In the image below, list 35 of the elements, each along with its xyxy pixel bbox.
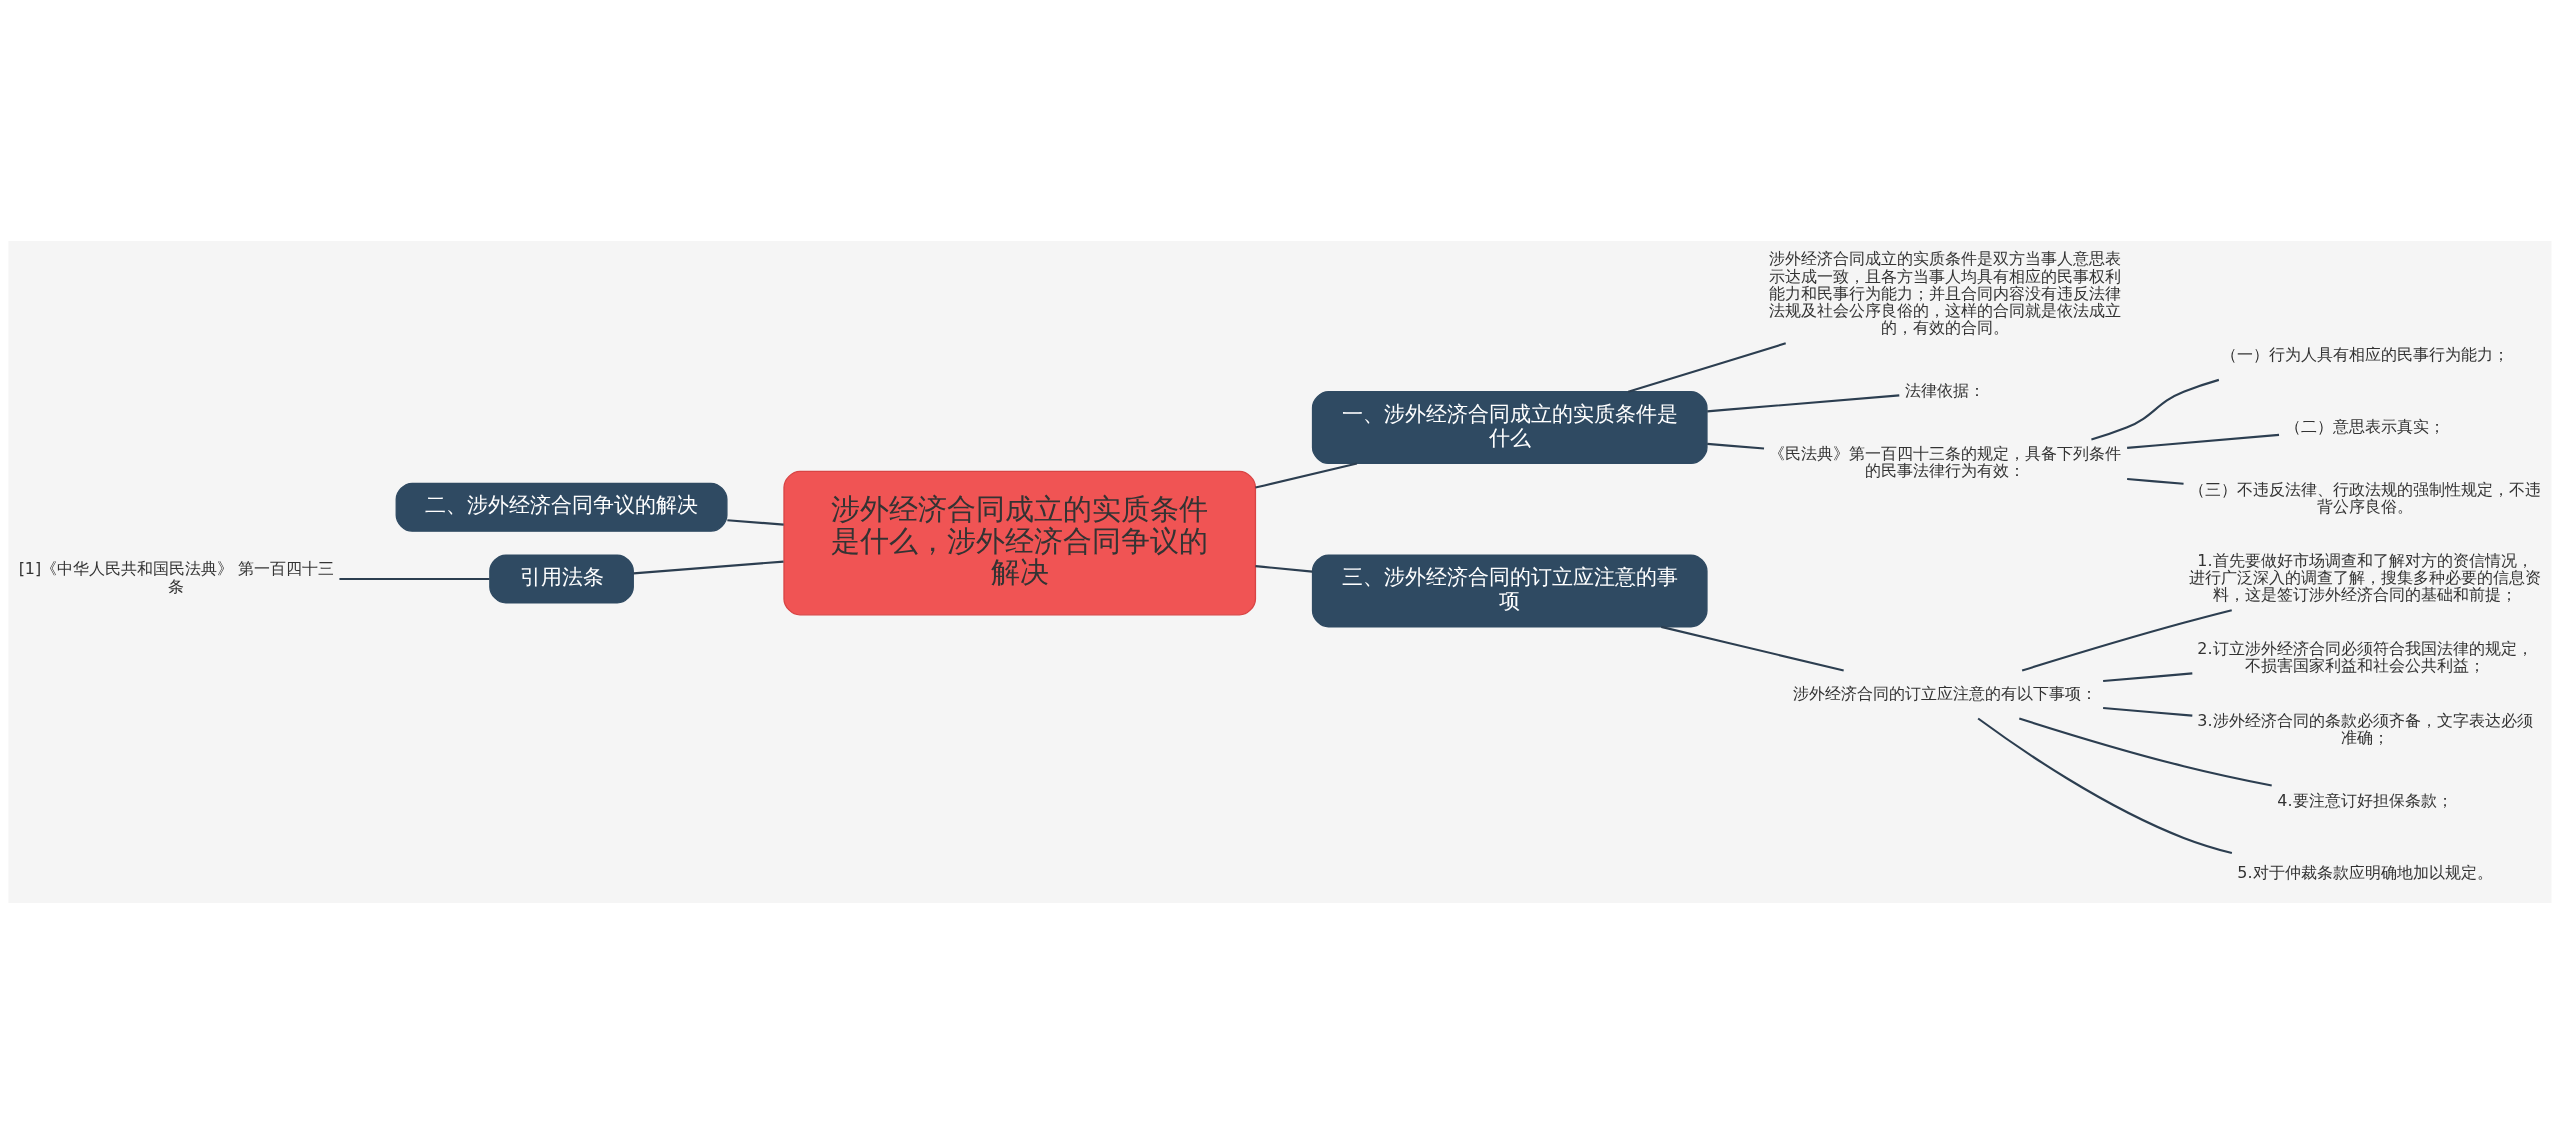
node-text: 法律依据： [1905, 380, 1986, 400]
connector [2091, 378, 2220, 441]
connector [2018, 717, 2272, 787]
connector [2127, 433, 2280, 449]
connector [1255, 565, 1313, 573]
node-text: 涉外经济合同的订立应注意的有以下事项： [1793, 683, 2098, 703]
connector [727, 519, 784, 526]
node-text: 3.涉外经济合同的条款必须齐备，文字表达必须准确； [2197, 710, 2533, 748]
node-text: 涉外经济合同成立的实质条件是双方当事人意思表示达成一致，且各方当事人均具有相应的民事权利能力和民事行为能力；并且合同内容没有违反法律法规及社会公序良俗的，这样的合同就是依法成立的，有效的合同。 [1769, 249, 2122, 338]
connector [633, 560, 784, 575]
node-box: 三、涉外经济合同的订立应注意的事项 [1311, 554, 1708, 628]
connector [1707, 394, 1900, 413]
node-box: 二、涉外经济合同争议的解决 [395, 482, 728, 532]
node-text: 2.订立涉外经济合同必须符合我国法律的规定，不损害国家利益和社会公共利益； [2197, 639, 2533, 676]
node-box: 涉外经济合同成立的实质条件是什么，涉外经济合同争议的解决 [783, 470, 1257, 616]
connector [2103, 706, 2193, 717]
node-box: 引用法条 [489, 554, 634, 604]
node-text: 《民法典》第一百四十三条的规定，具备下列条件的民事法律行为有效： [1769, 443, 2122, 481]
connector [1661, 625, 1844, 672]
node-text: （二）意思表示真实； [2284, 416, 2445, 436]
connector [339, 577, 490, 581]
connector [1707, 442, 1765, 450]
node-text: （一）行为人具有相应的民事行为能力； [2220, 344, 2509, 364]
node-text: 4.要注意订好担保条款； [2277, 791, 2453, 811]
connector [2021, 609, 2232, 672]
connector [1255, 462, 1358, 489]
connector [2127, 477, 2184, 485]
node-box: 一、涉外经济合同成立的实质条件是什么 [1311, 391, 1708, 465]
node-text: 5.对于仲裁条款应明确地加以规定。 [2237, 862, 2493, 882]
connector [1977, 717, 2233, 855]
node-text: [1]《中华人民共和国民法典》 第一百四十三条 [18, 559, 335, 596]
connector [2103, 672, 2193, 683]
node-text: （三）不违反法律、行政法规的强制性规定，不违背公序良俗。 [2188, 479, 2541, 517]
connector [1627, 342, 1786, 393]
node-text: 1.首先要做好市场调查和了解对方的资信情况，进行广泛深入的调查了解，搜集多种必要的信息资料，这是签订涉外经济合同的基础和前提； [2188, 550, 2541, 605]
